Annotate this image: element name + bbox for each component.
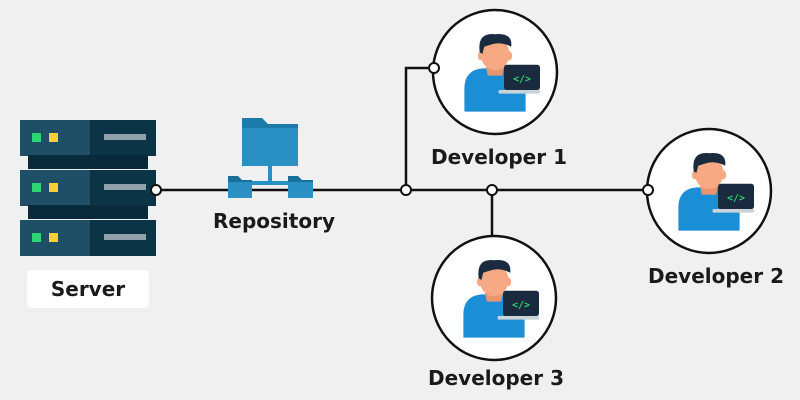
- connector-developer-1: [404, 66, 434, 190]
- server-rack-icon: [20, 120, 156, 256]
- developer-1-label: Developer 1: [431, 145, 567, 169]
- developer-2-label: Developer 2: [648, 264, 784, 288]
- junction-point: [486, 184, 498, 196]
- junction-points: [150, 62, 654, 196]
- junction-point: [150, 184, 162, 196]
- server-label: Server: [27, 270, 149, 308]
- status-led-icon: [32, 133, 58, 242]
- developer-3-label: Developer 3: [428, 366, 564, 390]
- junction-point: [400, 184, 412, 196]
- junction-point: [642, 184, 654, 196]
- junction-point: [428, 62, 440, 74]
- developer-2-node: [645, 127, 773, 255]
- developer-3-node: [430, 234, 558, 362]
- folder-tree-icon: [228, 118, 313, 198]
- developer-1-node: [431, 8, 559, 136]
- repository-label: Repository: [213, 209, 335, 233]
